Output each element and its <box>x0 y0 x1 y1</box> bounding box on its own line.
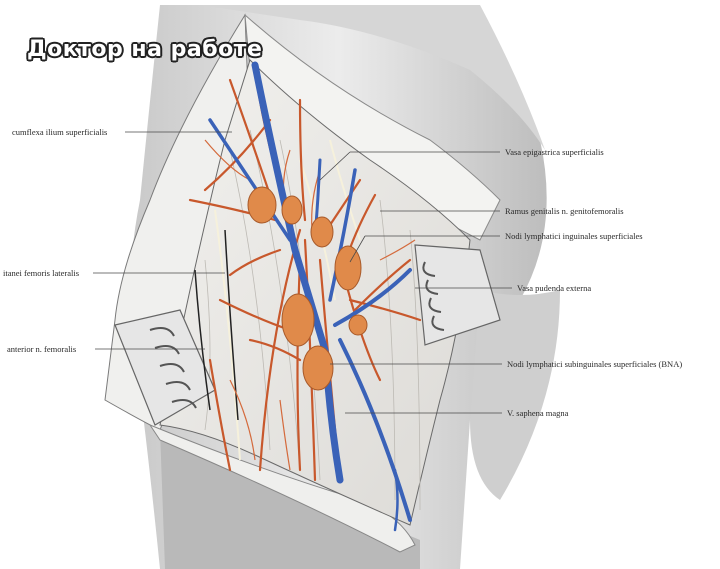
veins <box>208 61 412 532</box>
retractor-right <box>414 244 501 346</box>
leader-lines <box>93 131 512 414</box>
right-body-edge <box>470 290 560 500</box>
fascia-texture <box>204 129 421 511</box>
abdomen-shade <box>200 5 545 150</box>
skin-flap-bottom <box>148 423 416 553</box>
label-nodi-subinguinales: Nodi lymphatici subinguinales superficia… <box>507 359 683 369</box>
watermark-logo: Доктор на работе <box>27 37 263 62</box>
label-saphena-magna: V. saphena magna <box>507 408 569 418</box>
label-nodi-inguinales: Nodi lymphatici inguinales superficiales <box>505 231 643 241</box>
retractor-left <box>114 309 216 426</box>
deep-lines <box>194 229 239 421</box>
label-circumflexa: cumflexa ilium superficialis <box>12 127 108 137</box>
lymph-nodes <box>247 186 368 391</box>
label-anterior-femoralis: anterior n. femoralis <box>7 344 77 354</box>
label-vasa-epigastrica: Vasa epigastrica superficialis <box>505 147 604 157</box>
label-ramus-genitalis: Ramus genitalis n. genitofemoralis <box>505 206 624 216</box>
label-cutanei-femoris: itanei femoris lateralis <box>3 268 79 278</box>
label-vasa-pudenda: Vasa pudenda externa <box>517 283 592 293</box>
